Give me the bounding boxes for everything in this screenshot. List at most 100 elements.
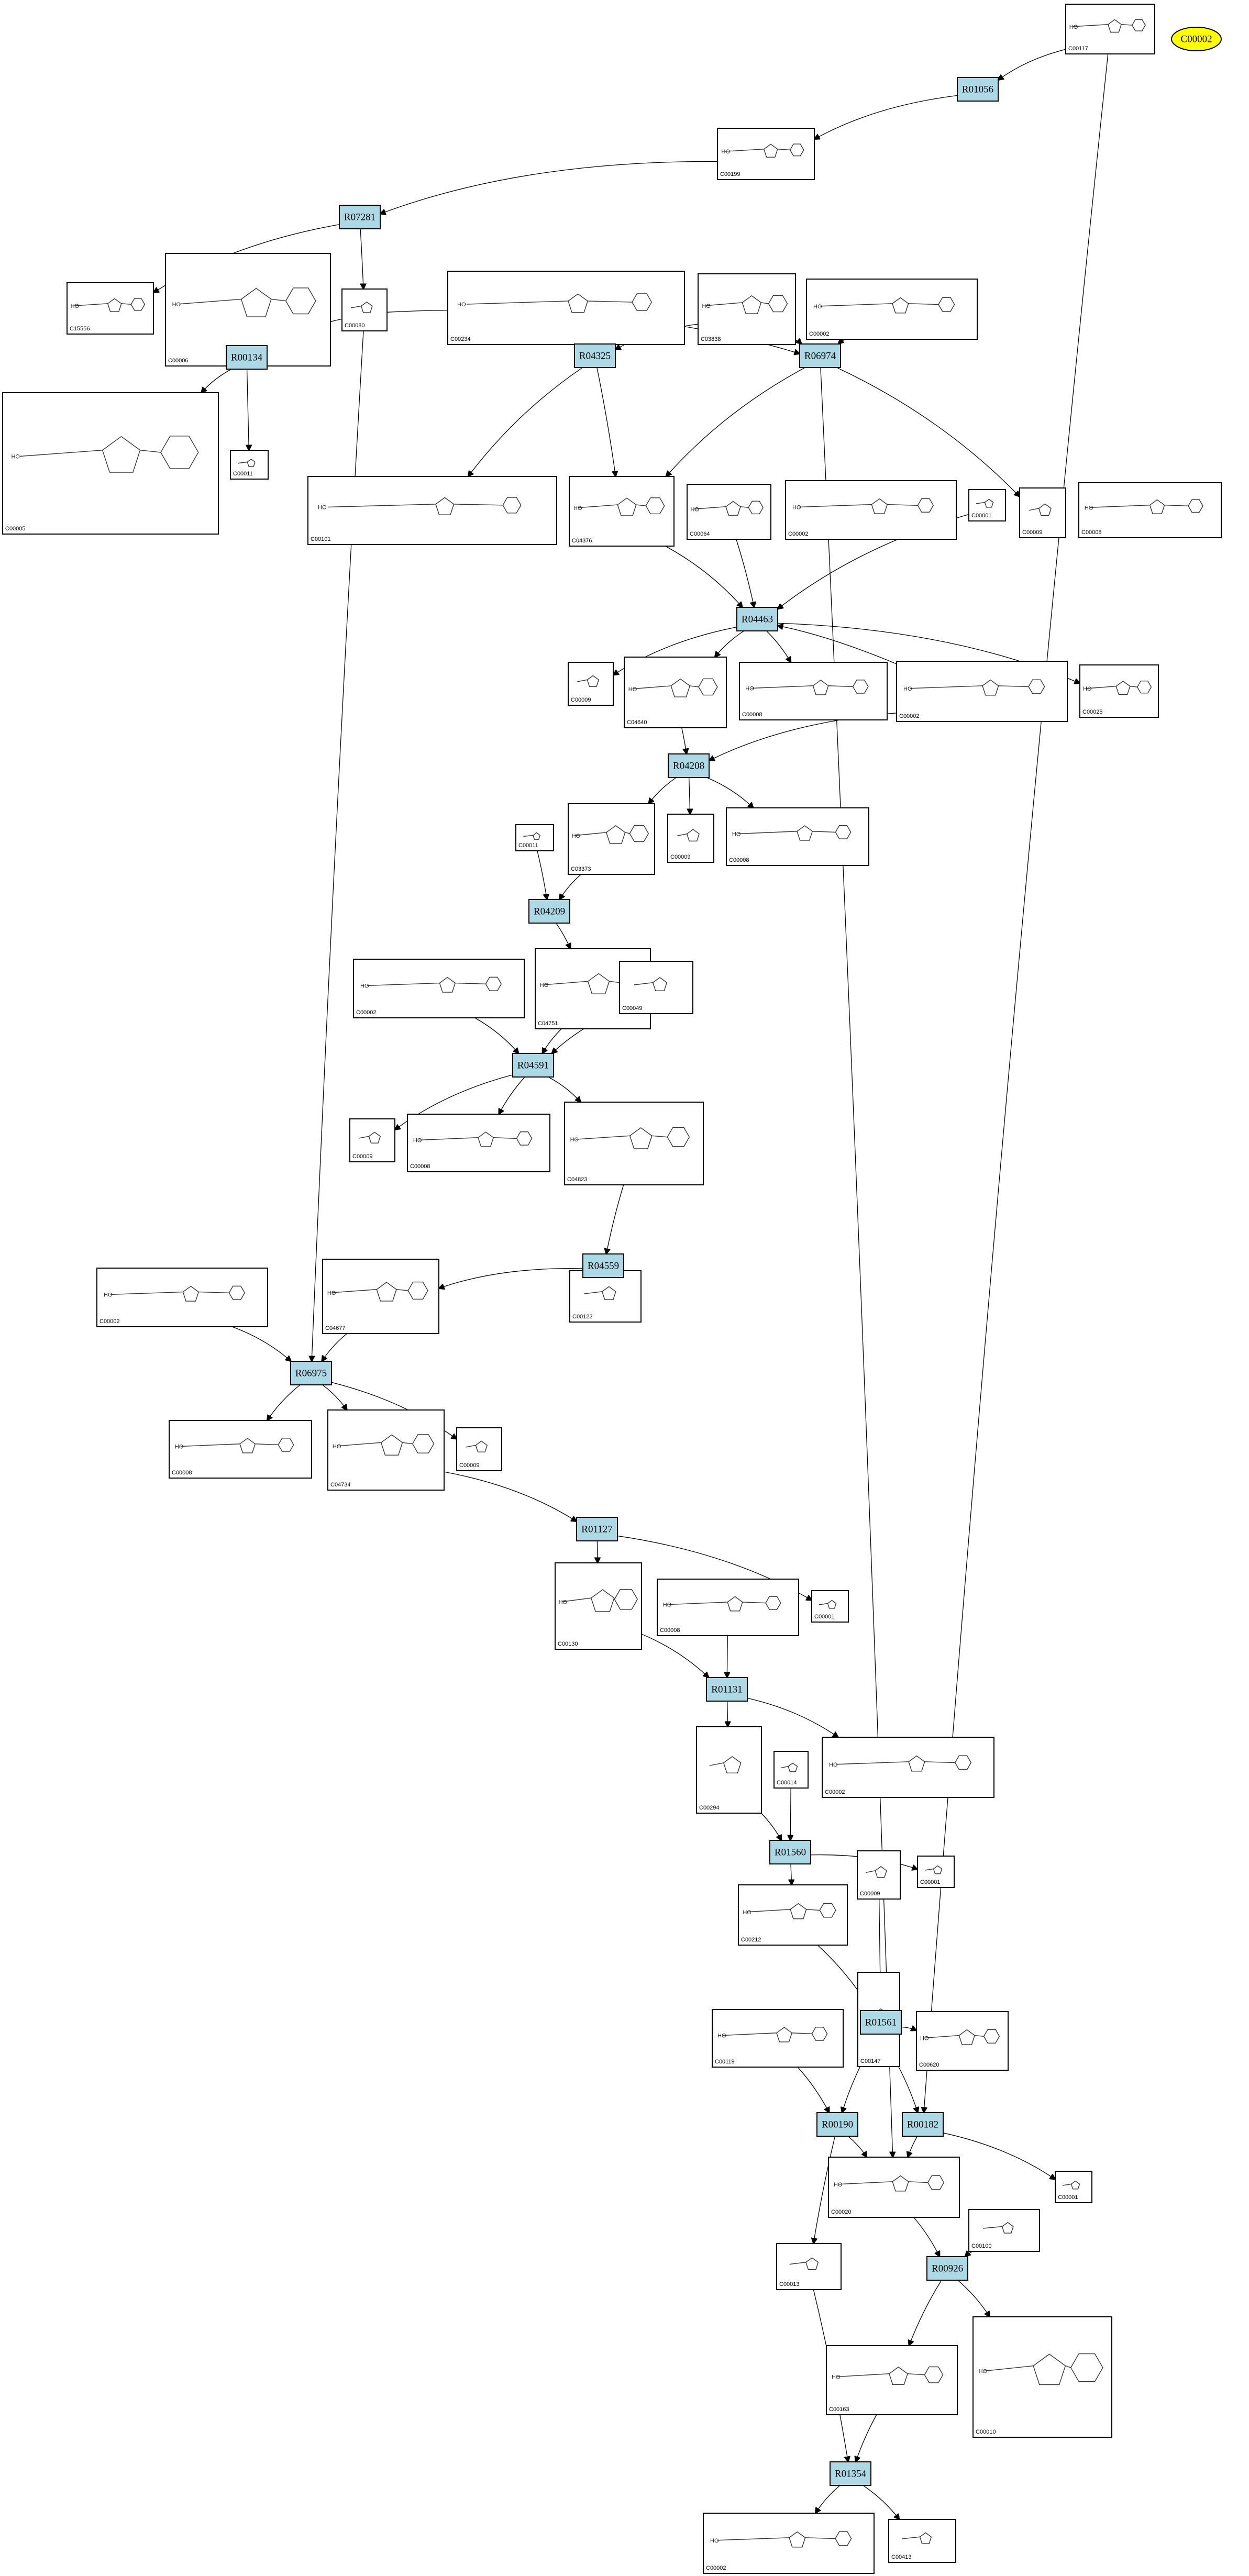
compound-C00011[interactable]: C00011 [515,824,554,851]
compound-C00413[interactable]: C00413 [888,2519,956,2563]
compound-C00011[interactable]: C00011 [230,450,269,480]
compound-label: C00101 [311,536,331,542]
reaction-R00926[interactable]: R00926 [926,2256,968,2281]
compound-C00009[interactable]: C00009 [857,1850,901,1900]
reaction-R01560[interactable]: R01560 [769,1840,811,1864]
compound-C00001[interactable]: C00001 [968,489,1006,521]
reaction-R00190[interactable]: R00190 [816,2112,858,2137]
compound-C00001[interactable]: C00001 [917,1856,955,1888]
edge-R00182-C00001 [943,2133,1055,2180]
start-node[interactable]: C00002 [1171,27,1222,51]
reaction-R01127[interactable]: R01127 [576,1517,618,1541]
edge-C04823-R04559 [606,1184,624,1254]
compound-label: C04376 [572,538,592,544]
reaction-R01561[interactable]: R01561 [860,2010,902,2035]
compound-C00080[interactable]: C00080 [341,288,388,331]
compound-C00001[interactable]: C00001 [1055,2171,1092,2203]
compound-C00014[interactable]: C00014 [773,1751,809,1789]
compound-C00101[interactable]: HO C00101 [307,476,557,545]
compound-C00009[interactable]: C00009 [349,1118,395,1162]
structure-icon [351,301,373,313]
reaction-R00134[interactable]: R00134 [226,345,268,370]
reaction-label: R01560 [775,1847,806,1858]
reaction-label: R04591 [517,1060,549,1071]
reaction-R06974[interactable]: R06974 [799,343,841,368]
svg-text:HO: HO [690,506,699,513]
svg-text:HO: HO [702,303,711,309]
compound-label: C00117 [1068,46,1088,52]
structure-icon: HO [318,497,522,515]
compound-box [353,959,525,1018]
reaction-R04208[interactable]: R04208 [668,753,710,778]
reaction-R04325[interactable]: R04325 [574,343,616,368]
compound-C00009[interactable]: C00009 [568,662,614,706]
reaction-R06975[interactable]: R06975 [290,1361,332,1385]
edge-C00002-R06975 [232,1326,291,1361]
reaction-R04463[interactable]: R04463 [736,607,778,631]
compound-box [687,484,771,540]
compound-label: C00413 [891,2554,912,2560]
compound-C00013[interactable]: C00013 [776,2243,842,2290]
compound-C00009[interactable]: C00009 [1019,487,1066,538]
compound-box [2,392,219,535]
compound-box [67,282,154,335]
compound-C00009[interactable]: C00009 [667,814,714,863]
reaction-R04591[interactable]: R04591 [512,1053,554,1078]
compound-box [698,273,796,345]
svg-text:HO: HO [663,1602,672,1608]
compound-C00009[interactable]: C00009 [456,1427,502,1471]
svg-text:HO: HO [360,983,369,989]
reaction-R04209[interactable]: R04209 [528,899,570,924]
edge-C00199-R07281 [380,161,718,214]
compound-C00100[interactable]: C00100 [968,2209,1040,2252]
reaction-label: R04209 [534,906,565,917]
compound-C00049[interactable]: C00049 [619,961,693,1014]
reaction-R01354[interactable]: R01354 [830,2461,871,2486]
compound-box [785,480,957,540]
compound-C00001[interactable]: C00001 [811,1590,849,1623]
reaction-R07281[interactable]: R07281 [339,205,381,229]
compound-box [811,1590,849,1623]
reaction-R01056[interactable]: R01056 [957,77,999,102]
reaction-R00182[interactable]: R00182 [902,2112,944,2137]
compound-box [972,2316,1112,2438]
compound-C00122[interactable]: C00122 [569,1270,642,1323]
compound-C00294[interactable]: C00294 [696,1726,762,1814]
reaction-R04559[interactable]: R04559 [582,1253,624,1278]
reaction-R01131[interactable]: R01131 [706,1677,748,1702]
